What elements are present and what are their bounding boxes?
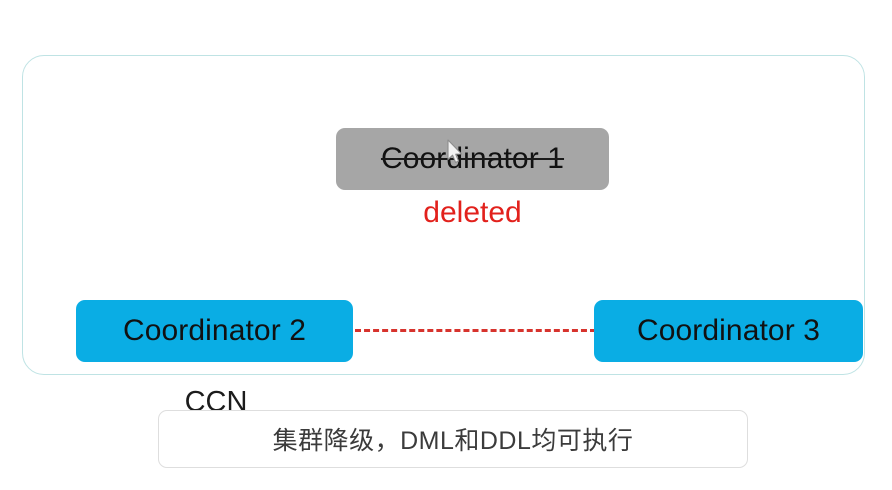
caption-text: 集群降级，DML和DDL均可执行	[272, 427, 634, 455]
caption-box: 集群降级，DML和DDL均可执行	[158, 410, 748, 468]
deleted-status-label: deleted	[423, 196, 522, 229]
node-coordinator-3[interactable]: Coordinator 3	[594, 300, 863, 362]
node-coordinator-1-label: Coordinator 1	[380, 142, 565, 175]
connection-line-coordinator-2-to-3	[355, 329, 596, 332]
cluster-container: Coordinator 1 deleted Coordinator 2 Coor…	[22, 55, 865, 418]
node-coordinator-1[interactable]: Coordinator 1	[336, 128, 609, 190]
node-coordinator-2-label: Coordinator 2	[122, 314, 307, 347]
node-coordinator-3-label: Coordinator 3	[636, 314, 821, 347]
node-coordinator-2[interactable]: Coordinator 2	[76, 300, 353, 362]
